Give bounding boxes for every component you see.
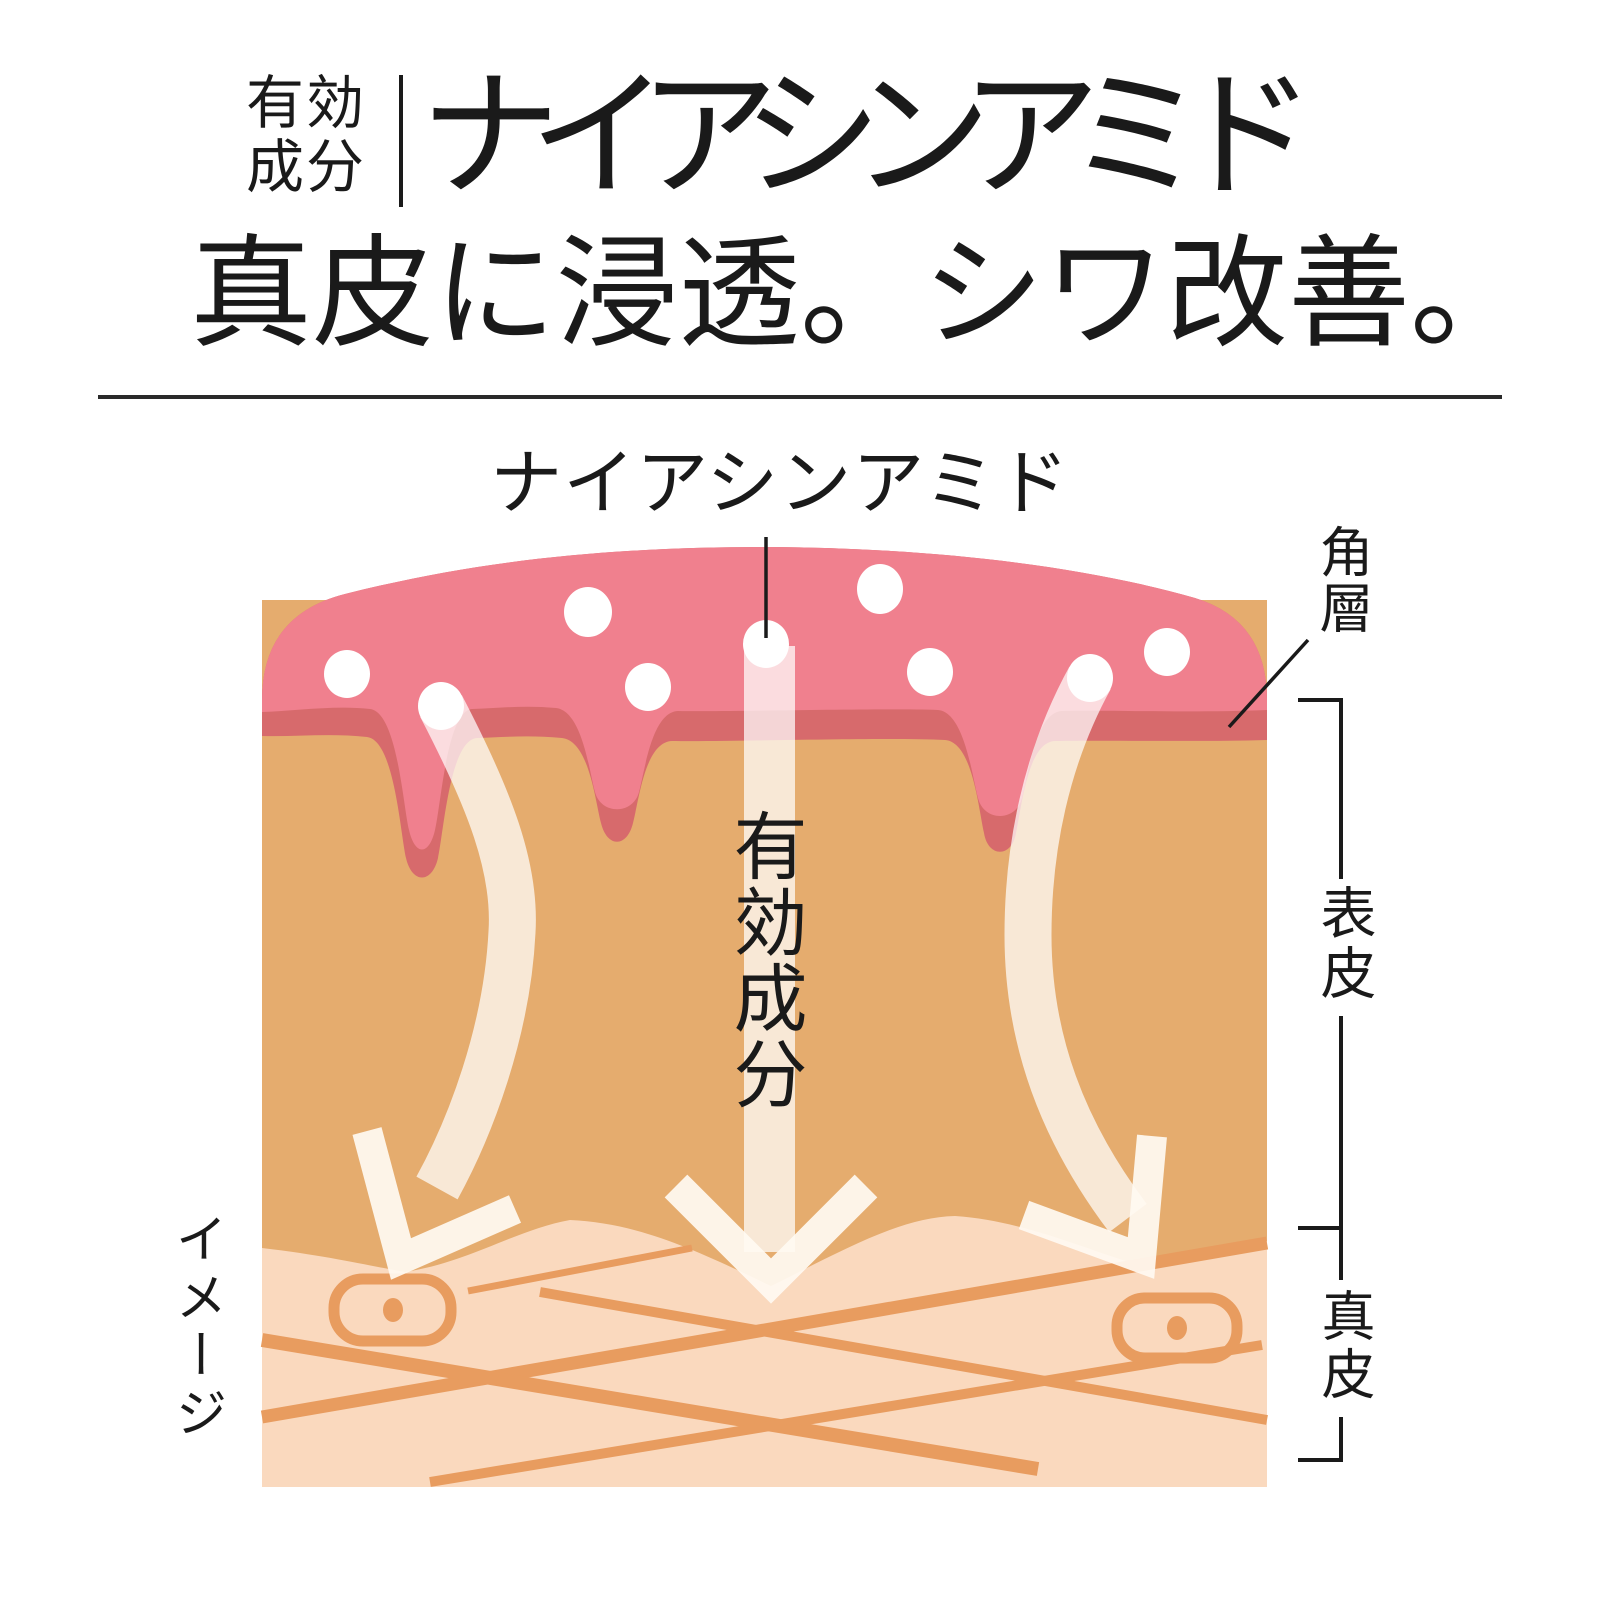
layer-bracket — [1298, 698, 1343, 1462]
niacinamide-dot — [907, 648, 953, 696]
niacinamide-dot — [564, 587, 612, 637]
horizontal-rule — [98, 395, 1502, 399]
penetration-stream-center — [744, 646, 795, 1252]
niacinamide-dot — [418, 682, 464, 730]
ingredient-label-line1: 有効 — [246, 71, 367, 136]
niacinamide-dot — [743, 620, 789, 668]
collagen-fiber — [467, 1244, 693, 1295]
page-title: ナイアシンアミド — [420, 60, 1316, 215]
collagen-fiber — [260, 1236, 1269, 1424]
cell-nucleus — [383, 1298, 403, 1322]
niacinamide-dot — [1144, 628, 1190, 676]
niacinamide-dot — [857, 564, 903, 614]
diagram-title: ナイアシンアミド — [490, 444, 1070, 524]
penetration-stream-left — [416, 695, 536, 1200]
collagen-fiber — [260, 1333, 1040, 1476]
arrow-head-center — [664, 1174, 878, 1304]
arrow-head-right — [1018, 1134, 1167, 1279]
ingredient-label-line2: 成分 — [246, 135, 367, 200]
penetration-stream-right — [1004, 666, 1147, 1233]
arrow-head-left — [352, 1127, 522, 1280]
ingredient-label: 有効 成分 — [246, 72, 376, 200]
layer-label-dermis: 真皮 — [1313, 1288, 1373, 1404]
image-caption: イメージ — [167, 1212, 225, 1444]
niacinamide-dot — [324, 650, 370, 698]
niacinamide-dot — [1067, 654, 1113, 702]
header-divider-line — [399, 75, 403, 207]
layer-label-epidermis: 表皮 — [1312, 884, 1374, 1004]
stratum-corneum-pointer-line — [1227, 638, 1310, 729]
active-ingredient-label: 有効成分 — [722, 808, 804, 1112]
collagen-fiber — [429, 1340, 1263, 1487]
collagen-fiber — [539, 1287, 1268, 1425]
layer-label-stratum-corneum: 角層 — [1311, 524, 1371, 636]
niacinamide-dot — [625, 663, 671, 711]
cell-nucleus — [1167, 1316, 1187, 1340]
page-subtitle: 真皮に浸透。シワ改善。 — [190, 228, 1532, 363]
fibroblast-cell — [1111, 1292, 1243, 1364]
